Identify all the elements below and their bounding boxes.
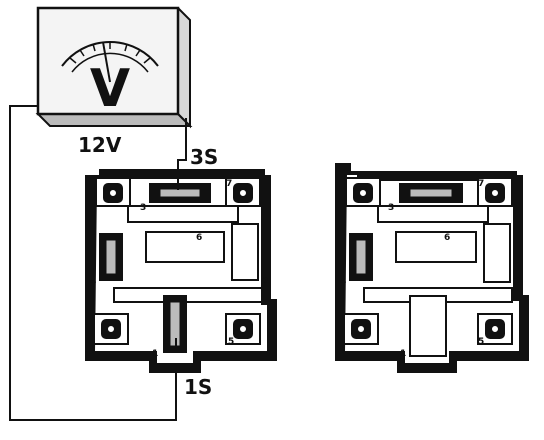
pin-label-2: 2: [262, 277, 268, 287]
relay-left-right-block: [231, 223, 259, 281]
relay-left-pin-numbers: 3 7 6 4 2 1 5: [90, 179, 268, 359]
voltmeter: V: [35, 6, 193, 129]
pin-label-1: 1: [400, 349, 406, 359]
relay-right-pin-numbers: 3 7 6 4 2 1 5: [340, 179, 520, 359]
voltmeter-dial-inner: [71, 52, 149, 73]
lug-top-right: [225, 177, 261, 207]
relay-left-upper-bar: [127, 205, 239, 223]
pin-label-6: 6: [444, 233, 450, 243]
relay-left-panel: [92, 177, 269, 365]
pin-label-4: 4: [90, 277, 96, 287]
pin-label-5: 5: [478, 337, 484, 347]
pin-label-4: 4: [340, 277, 346, 287]
lug-bottom-left: [93, 313, 129, 345]
probe-label-3s: 3S: [190, 145, 218, 169]
relay-right-top-blade: [409, 188, 453, 198]
lug-bottom-right: [225, 313, 261, 345]
test-leads: [9, 105, 187, 421]
pin-label-3: 3: [140, 203, 146, 213]
relay-right-upper-bar: [377, 205, 489, 223]
relay-right-center-block: [395, 231, 477, 263]
relay-right-right-block: [483, 223, 511, 283]
voltmeter-needle: [102, 41, 111, 83]
pin-label-7: 7: [478, 179, 484, 189]
terminal-left-blade: [105, 239, 117, 275]
lug-top-left: [95, 177, 131, 207]
lug-bottom-right: [477, 313, 513, 345]
lug-top-left: [345, 177, 381, 207]
voltmeter-symbol: V: [90, 59, 130, 119]
pin-label-6: 6: [196, 233, 202, 243]
lug-bottom-left: [343, 313, 379, 345]
voltmeter-reading: 12V: [78, 133, 122, 157]
pin-label-2: 2: [514, 277, 520, 287]
voltmeter-ticks: [69, 42, 151, 64]
relay-left-center-block: [145, 231, 225, 263]
pin-label-1: 1: [152, 349, 158, 359]
negative-lead: [9, 105, 177, 421]
lug-top-right: [477, 177, 513, 207]
relay-right-left-blade: [355, 239, 367, 275]
positive-lead: [177, 118, 187, 176]
terminal-3s-blade: [159, 188, 201, 198]
relay-left-lugs: [93, 177, 261, 345]
probe-label-1s: 1S: [184, 375, 212, 399]
pin-label-7: 7: [226, 179, 232, 189]
relay-right-lugs: [343, 177, 513, 345]
relay-right-bottom-socket: [409, 295, 447, 357]
pin-label-3: 3: [388, 203, 394, 213]
pin-label-5: 5: [228, 337, 234, 347]
relay-left-lower-bar: [113, 287, 263, 303]
probe-tips: [175, 176, 179, 352]
